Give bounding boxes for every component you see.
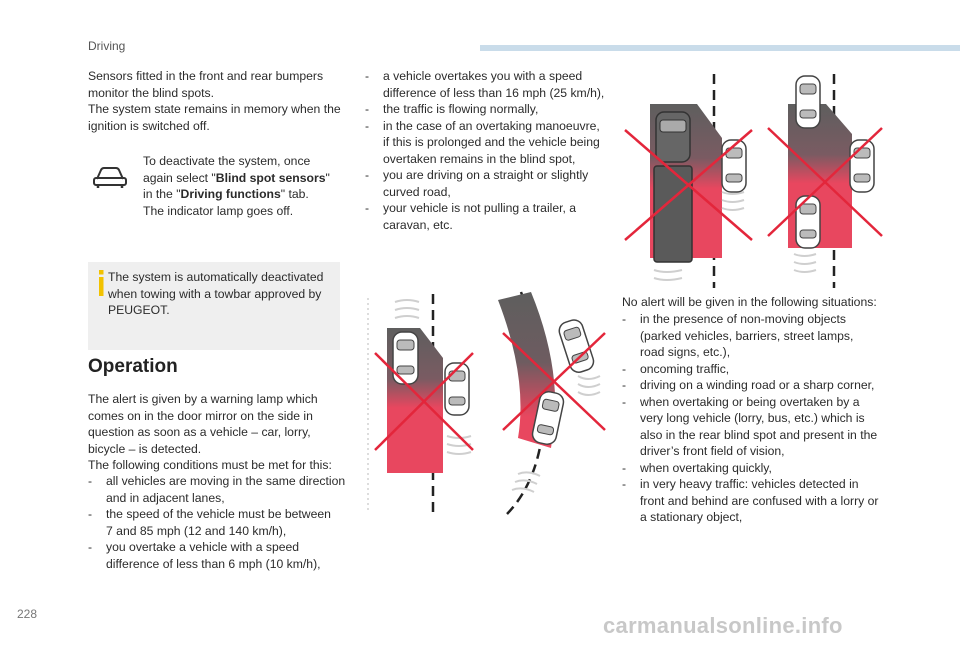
list-item: the speed of the vehicle must be between… xyxy=(88,506,346,539)
car-own xyxy=(531,390,565,446)
car-adjacent xyxy=(558,319,595,373)
illustration-winding-road xyxy=(498,291,606,515)
follower-trail xyxy=(394,299,472,455)
info-notice: The system is automatically deactivated … xyxy=(88,262,340,350)
section-title: Driving xyxy=(88,39,126,53)
driving-functions-label: Driving functions xyxy=(180,187,281,201)
cross-mark xyxy=(374,352,474,451)
illustration-long-vehicle xyxy=(624,74,753,288)
list-item: your vehicle is not pulling a trailer, a… xyxy=(365,200,615,233)
operation-text: The alert is given by a warning lamp whi… xyxy=(88,392,332,472)
page-number: 228 xyxy=(17,607,38,621)
header-bar xyxy=(480,45,960,51)
conditions-list-1: all vehicles are moving in the same dire… xyxy=(88,473,346,572)
car-adjacent xyxy=(444,362,470,416)
cross-mark xyxy=(624,129,753,241)
car-rear xyxy=(795,195,821,249)
deactivate-instructions: To deactivate the system, once again sel… xyxy=(143,154,330,218)
illustration-heavy-traffic xyxy=(767,74,883,288)
info-icon xyxy=(99,270,104,296)
car-outline-icon xyxy=(93,167,127,188)
follower-trail xyxy=(793,253,817,273)
list-item: in the case of an overtaking manoeuvre,i… xyxy=(365,118,615,168)
watermark: carmanualsonline.info xyxy=(603,613,843,638)
list-item: oncoming traffic, xyxy=(622,361,914,378)
notice-text: The system is automatically deactivated … xyxy=(108,270,324,317)
follower-trail xyxy=(511,375,601,493)
blind-spot-sensors-label: Blind spot sensors xyxy=(215,170,326,185)
list-item: a vehicle overtakes you with a speeddiff… xyxy=(365,68,615,101)
list-item: you overtake a vehicle with a speeddiffe… xyxy=(88,539,346,572)
list-item: the traffic is flowing normally, xyxy=(365,101,615,118)
operation-heading: Operation xyxy=(88,356,178,377)
list-item: driving on a winding road or a sharp cor… xyxy=(622,377,914,394)
list-item: when overtaking or being overtaken by av… xyxy=(622,394,914,460)
follower-trail xyxy=(653,191,745,281)
list-item: all vehicles are moving in the same dire… xyxy=(88,473,346,506)
list-item: in very heavy traffic: vehicles detected… xyxy=(622,476,914,526)
no-alert-situations-list: in the presence of non-moving objects(pa… xyxy=(622,311,914,526)
list-item: when overtaking quickly, xyxy=(622,460,914,477)
cross-mark xyxy=(767,127,883,237)
car-adjacent xyxy=(721,139,747,193)
conditions-list-2: a vehicle overtakes you with a speeddiff… xyxy=(365,68,615,233)
car-front xyxy=(795,75,821,129)
no-alert-intro: No alert will be given in the following … xyxy=(622,295,877,309)
intro-text: Sensors fitted in the front and rear bum… xyxy=(88,69,341,133)
illustration-static-objects xyxy=(367,294,474,512)
list-item: you are driving on a straight or slightl… xyxy=(365,167,615,200)
cross-mark xyxy=(502,332,606,431)
list-item: in the presence of non-moving objects(pa… xyxy=(622,311,914,361)
